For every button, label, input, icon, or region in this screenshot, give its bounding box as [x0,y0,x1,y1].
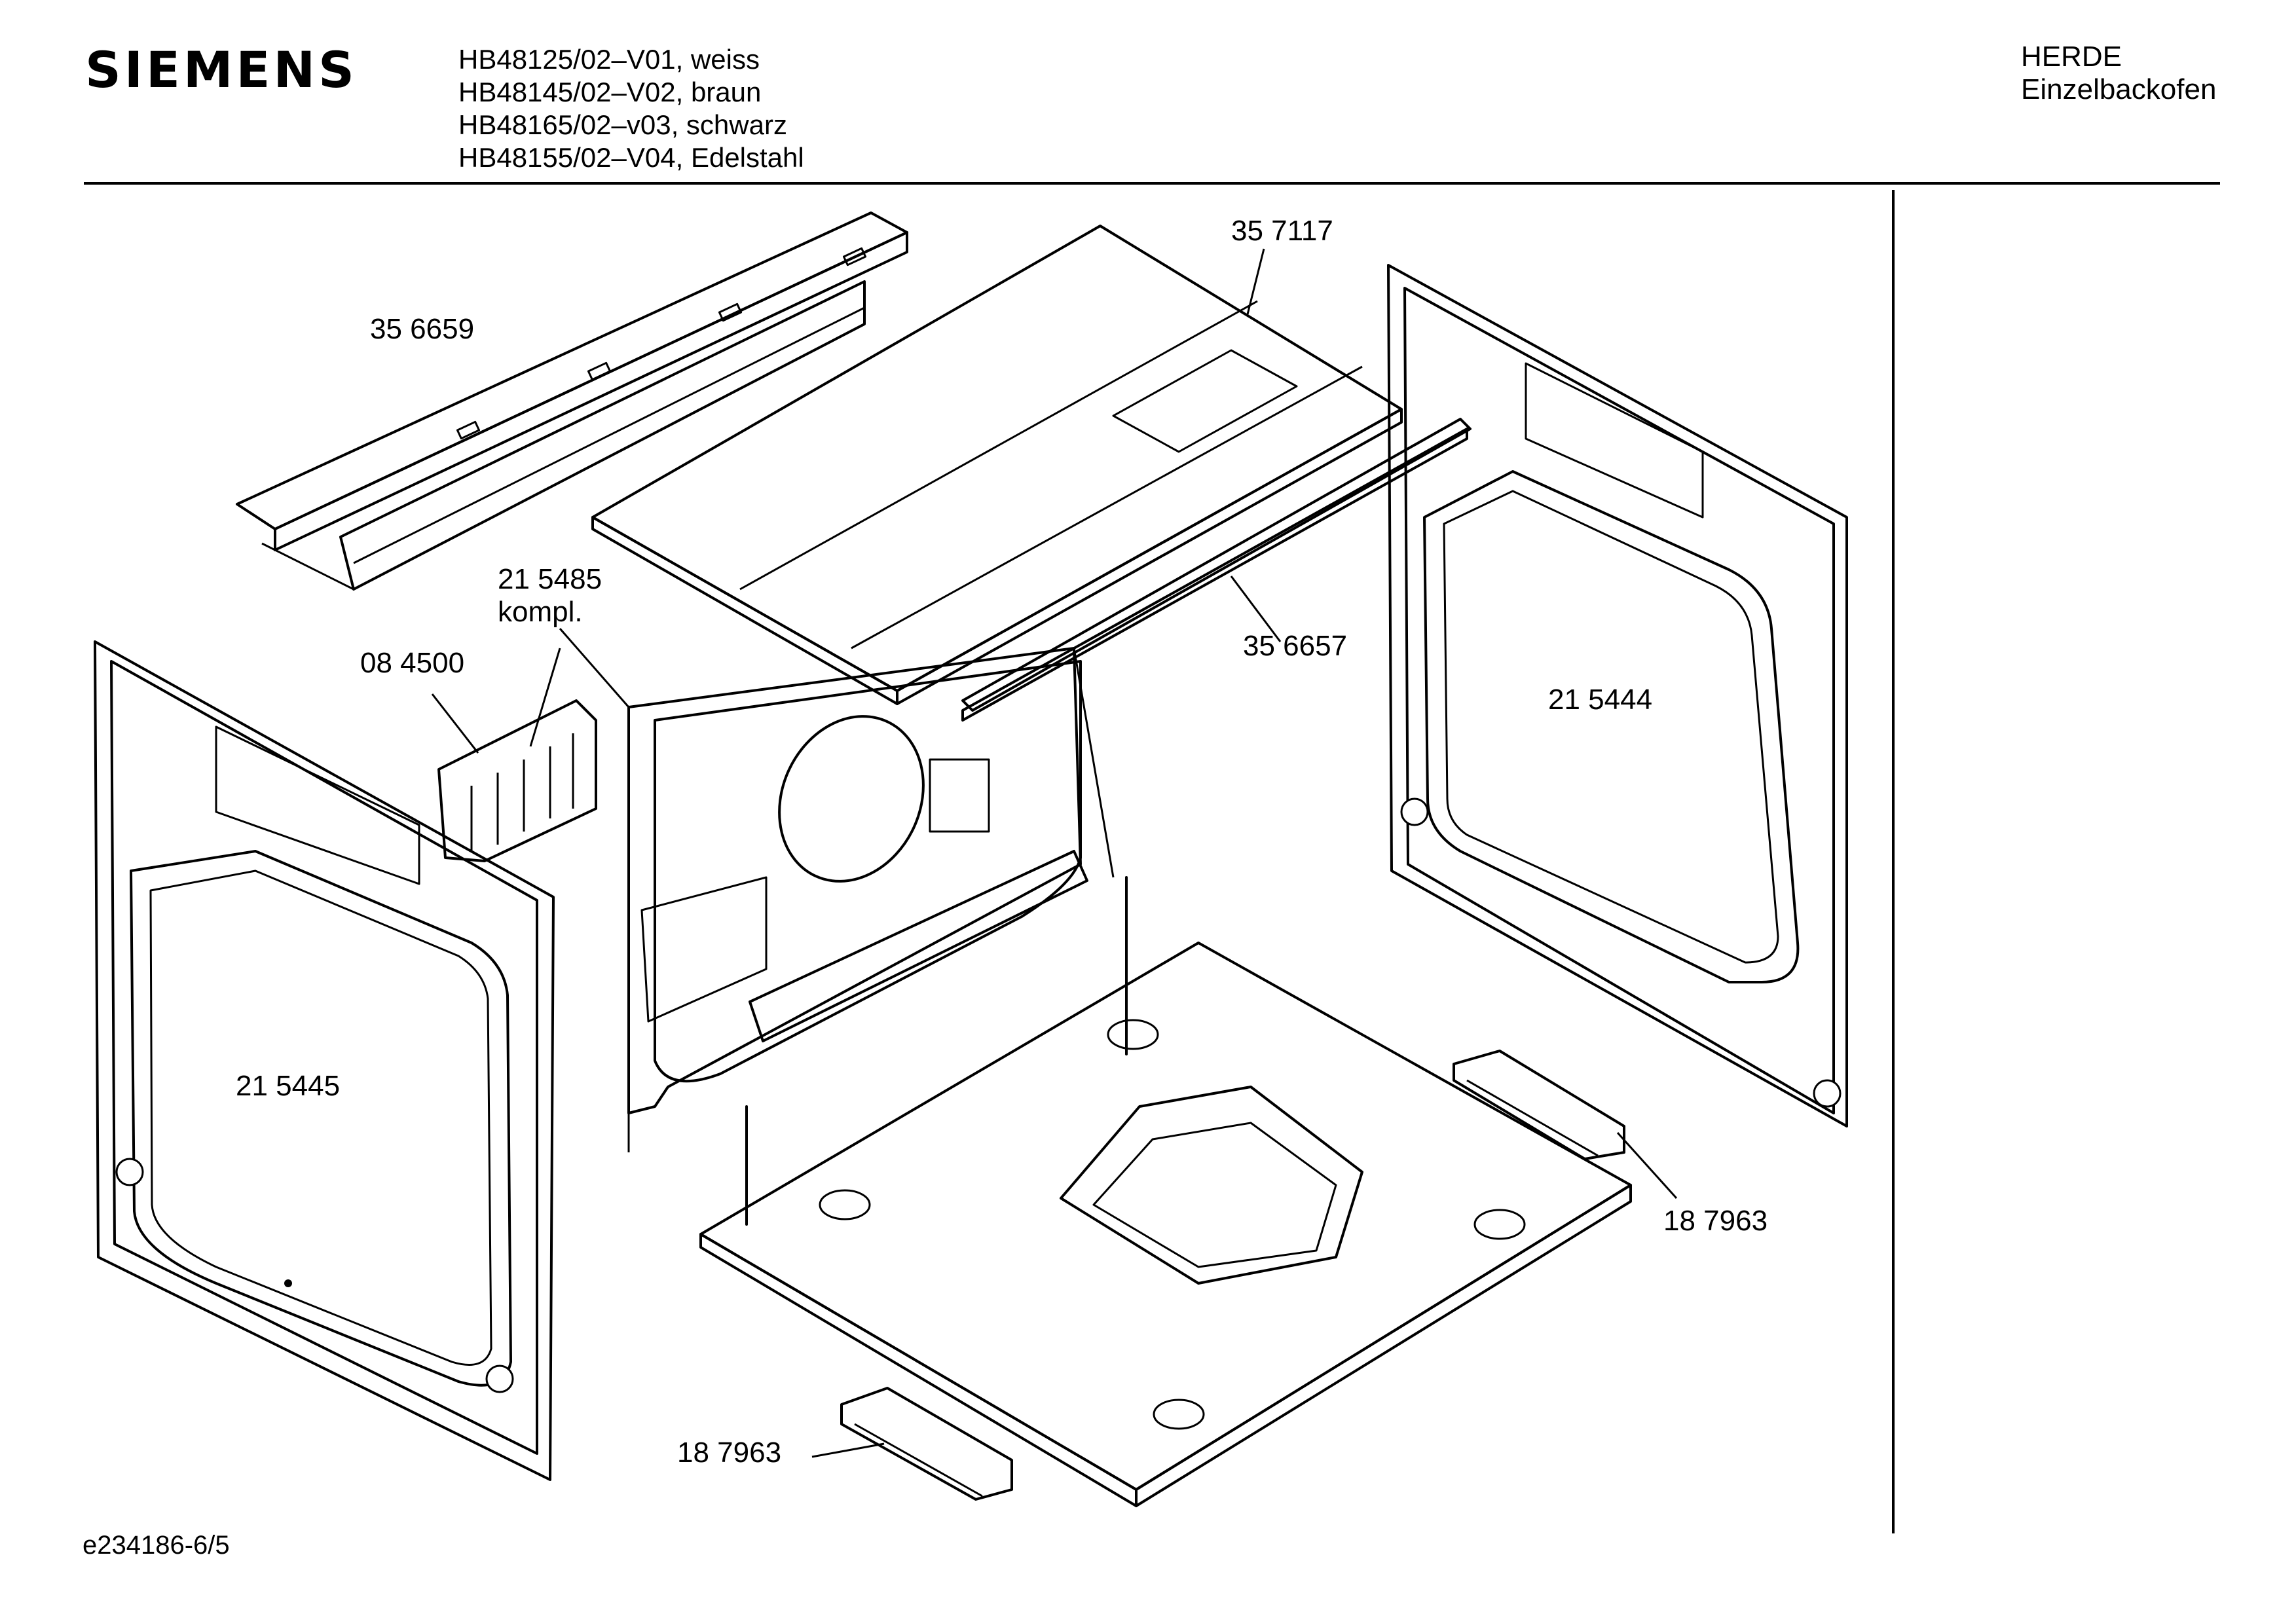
hinge-right-part [1453,1050,1625,1160]
left-side-panel-part [94,640,555,1481]
model-line: HB48165/02–v03, schwarz [458,109,787,140]
category-title: HERDE [2021,41,2122,73]
model-line: HB48155/02–V04, Edelstahl [458,142,804,173]
leader-lines [431,248,1678,1458]
part-label: 18 7963 [677,1437,782,1469]
document-code: e234186-6/5 [83,1531,230,1560]
side-divider [1892,190,1895,1533]
hinge-bottom-part [840,1387,1013,1501]
part-label: 21 5445 [236,1070,341,1102]
oven-top-part [591,225,1403,705]
part-label: 35 7117 [1231,215,1333,247]
category-subtitle: Einzelbackofen [2021,73,2217,105]
right-side-panel-part [1387,264,1848,1127]
part-label: 21 5485 [498,563,602,595]
model-line: HB48145/02–V02, braun [458,77,762,107]
part-label: 08 4500 [360,647,465,679]
oven-floor-part [699,876,1632,1507]
header-divider [84,182,2220,185]
brand-logo: SIEMENS [85,41,358,99]
category-block: HERDE Einzelbackofen [2021,41,2216,106]
top-strip-part [961,418,1472,722]
part-label: 18 7963 [1663,1205,1768,1237]
part-label: 35 6659 [370,313,475,345]
filter-part [437,699,597,862]
part-label: 35 6657 [1243,630,1348,662]
back-wall-part [627,647,1115,1152]
model-list: HB48125/02–V01, weiss HB48145/02–V02, br… [458,43,804,174]
top-rail-part [236,211,908,591]
model-line: HB48125/02–V01, weiss [458,44,760,75]
part-label-note: kompl. [498,596,583,628]
part-label: 21 5444 [1548,684,1653,716]
